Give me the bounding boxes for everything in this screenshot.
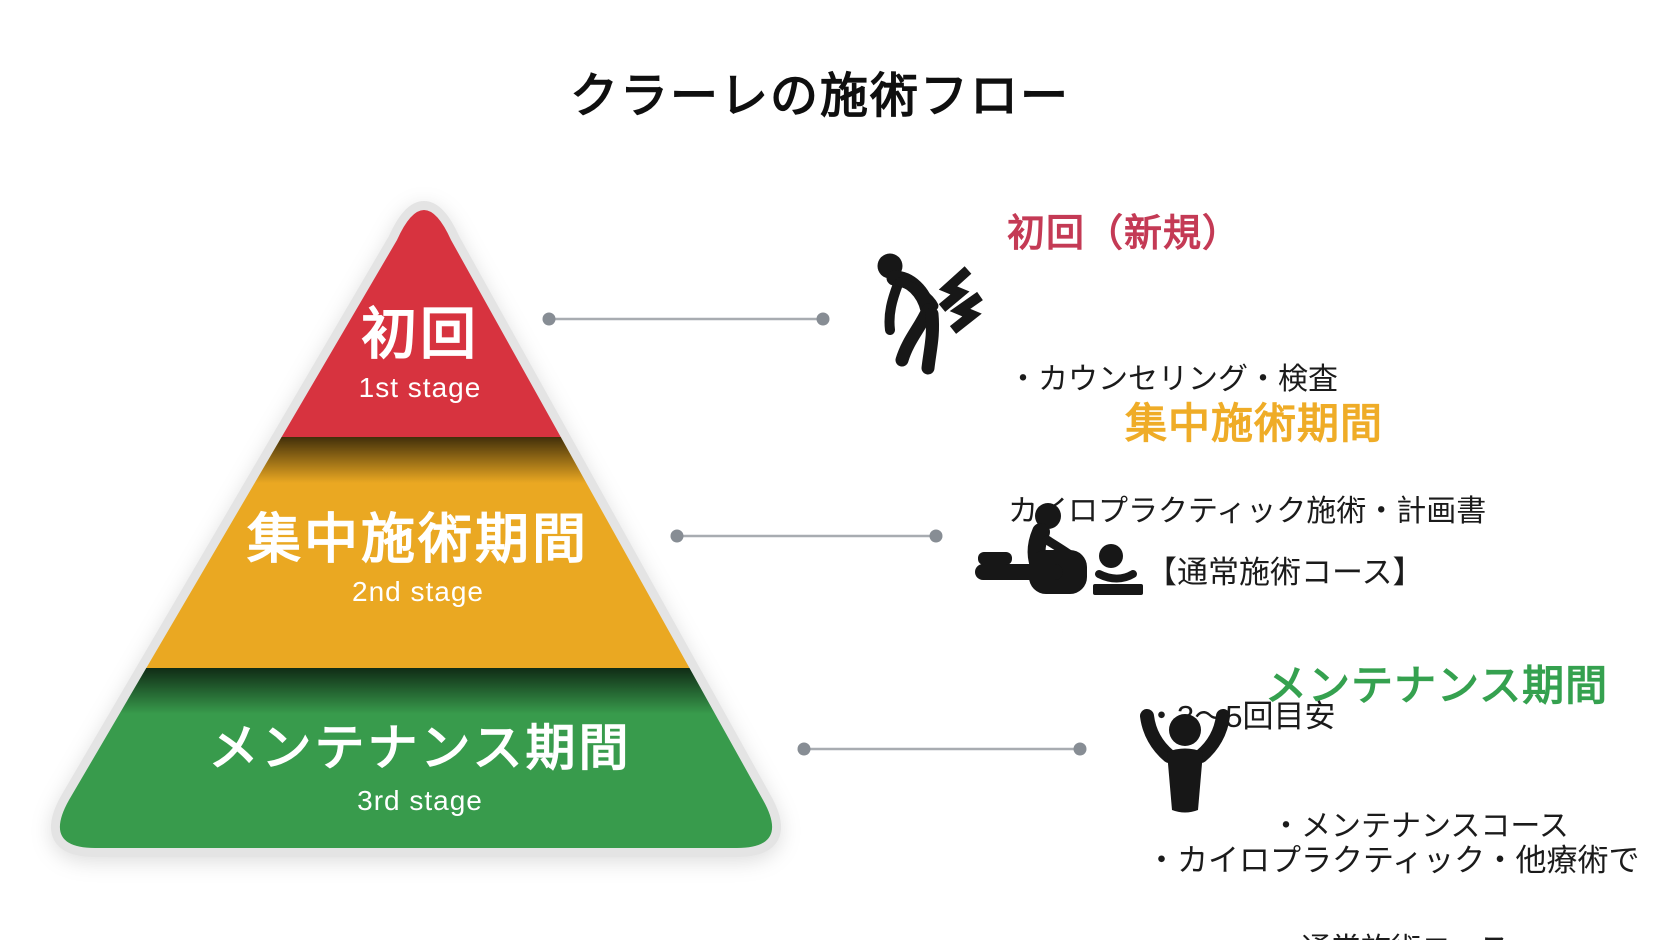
tier-3-label: メンテナンス期間: [208, 720, 632, 776]
section-first-visit-heading: 初回（新規）: [1007, 213, 1242, 255]
section-intensive-heading: 集中施術期間: [1125, 400, 1384, 447]
tier-1-label: 初回: [361, 302, 479, 366]
section-maintenance-body: ・メンテナンスコース ・通常施術コース ・特別整体コース ・クラーレプラクティス: [1271, 724, 1599, 940]
intensive-line: 【通常施術コース】: [1146, 555, 1424, 590]
maintenance-line: ・通常施術コース: [1271, 929, 1599, 940]
first-visit-line: ・カウンセリング・検査: [1008, 363, 1338, 396]
tier-2-stage: 2nd stage: [352, 576, 484, 607]
massage-icon: [975, 503, 1143, 595]
intensive-line: ・カイロプラクティック・他療術で: [1146, 843, 1640, 878]
connector-tier-3: [797, 742, 1087, 756]
page-title: クラーレの施術フロー: [570, 70, 1071, 123]
tier-1-stage: 1st stage: [358, 372, 482, 403]
tier-3-stage: 3rd stage: [357, 785, 483, 816]
tier-2-label: 集中施術期間: [247, 509, 589, 570]
section-maintenance-heading: メンテナンス期間: [1265, 662, 1609, 709]
first-visit-line: カイロプラクティック施術・計画書: [1008, 495, 1487, 528]
tier-2-top-shadow: [59, 437, 773, 483]
maintenance-line: ・メンテナンスコース: [1271, 810, 1569, 843]
treatment-flow-pyramid: [51, 201, 781, 857]
section-first-visit-body: ・カウンセリング・検査 カイロプラクティック施術・計画書: [1008, 270, 1486, 622]
tier-3-top-shadow: [59, 668, 773, 714]
arms-raised-icon: [1140, 709, 1230, 813]
back-pain-icon: [877, 253, 983, 375]
